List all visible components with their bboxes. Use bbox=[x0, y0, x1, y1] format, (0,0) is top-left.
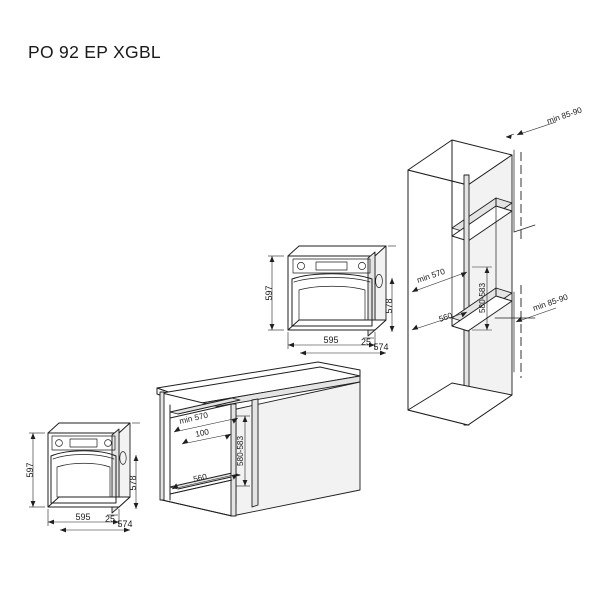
dim-label-base-height: 580-583 bbox=[236, 436, 245, 466]
dim-label-oven-lower-width: 595 bbox=[75, 512, 90, 522]
dim-label-oven-lower-height: 597 bbox=[25, 462, 35, 477]
dim-label-oven-lower-bodywidth: 574 bbox=[117, 519, 132, 529]
dim-label-oven-upper-height: 597 bbox=[264, 285, 274, 300]
column-vent-guides-top bbox=[513, 149, 536, 240]
dim-label-oven-upper-width: 595 bbox=[323, 335, 338, 345]
view-oven-upper: 597 578 595 25 bbox=[264, 245, 396, 356]
dim-label-oven-upper-depth: 578 bbox=[384, 298, 394, 313]
dim-column-vent-top: min 85-90 bbox=[505, 105, 584, 139]
dim-label-oven-upper-bodywidth: 574 bbox=[373, 342, 388, 352]
oven-lower-control-panel bbox=[51, 435, 116, 451]
oven-upper-door bbox=[291, 273, 373, 327]
view-oven-lower: 597 578 595 25 bbox=[25, 422, 140, 533]
base-niche bbox=[169, 397, 241, 505]
dim-oven-lower-bodywidth: 574 bbox=[60, 519, 133, 533]
dim-oven-upper-width: 595 bbox=[287, 332, 376, 349]
dim-label-column-height: 580-583 bbox=[478, 283, 487, 313]
dim-oven-lower-height: 597 bbox=[25, 432, 45, 508]
dim-oven-upper-height: 597 bbox=[264, 255, 284, 331]
oven-upper-control-panel bbox=[292, 258, 371, 274]
dim-oven-upper-depth: 578 bbox=[384, 245, 396, 332]
dim-oven-lower-offset: 25 bbox=[105, 514, 118, 524]
dim-label-column-vent-top: min 85-90 bbox=[546, 105, 584, 126]
oven-upper-handle bbox=[375, 274, 383, 288]
dim-base-height: 580-583 bbox=[236, 415, 250, 487]
dim-label-oven-upper-offset: 25 bbox=[361, 337, 371, 347]
dim-label-base-width: 560 bbox=[192, 472, 208, 484]
dim-base-plinth: 100 bbox=[181, 427, 232, 445]
oven-lower-handle bbox=[119, 451, 127, 465]
oven-lower-body bbox=[47, 422, 131, 514]
dim-base-width: 560 bbox=[171, 472, 239, 490]
dim-oven-upper-offset: 25 bbox=[361, 337, 374, 347]
dim-oven-upper-bodywidth: 574 bbox=[300, 342, 389, 356]
dim-label-column-width: 560 bbox=[438, 311, 454, 324]
dim-label-oven-lower-depth: 578 bbox=[128, 475, 138, 490]
dim-column-height: 580-583 bbox=[472, 266, 492, 331]
dim-oven-lower-width: 595 bbox=[47, 509, 120, 526]
page-title: PO 92 EP XGBL bbox=[28, 42, 161, 62]
dim-label-oven-lower-offset: 25 bbox=[105, 514, 115, 524]
dim-oven-lower-depth: 578 bbox=[128, 422, 140, 509]
dim-column-width: 560 bbox=[411, 311, 468, 331]
oven-upper-body bbox=[287, 245, 387, 337]
view-tall-column: min 85-90 min 85-90 min 570 560 bbox=[407, 105, 584, 426]
dim-label-base-plinth: 100 bbox=[195, 427, 211, 439]
view-base-cabinet: min 570 100 560 bbox=[156, 361, 361, 517]
oven-lower-door bbox=[50, 450, 117, 504]
column-middle-niche bbox=[451, 287, 513, 332]
dim-column-vent-bottom: min 85-90 bbox=[515, 292, 569, 323]
